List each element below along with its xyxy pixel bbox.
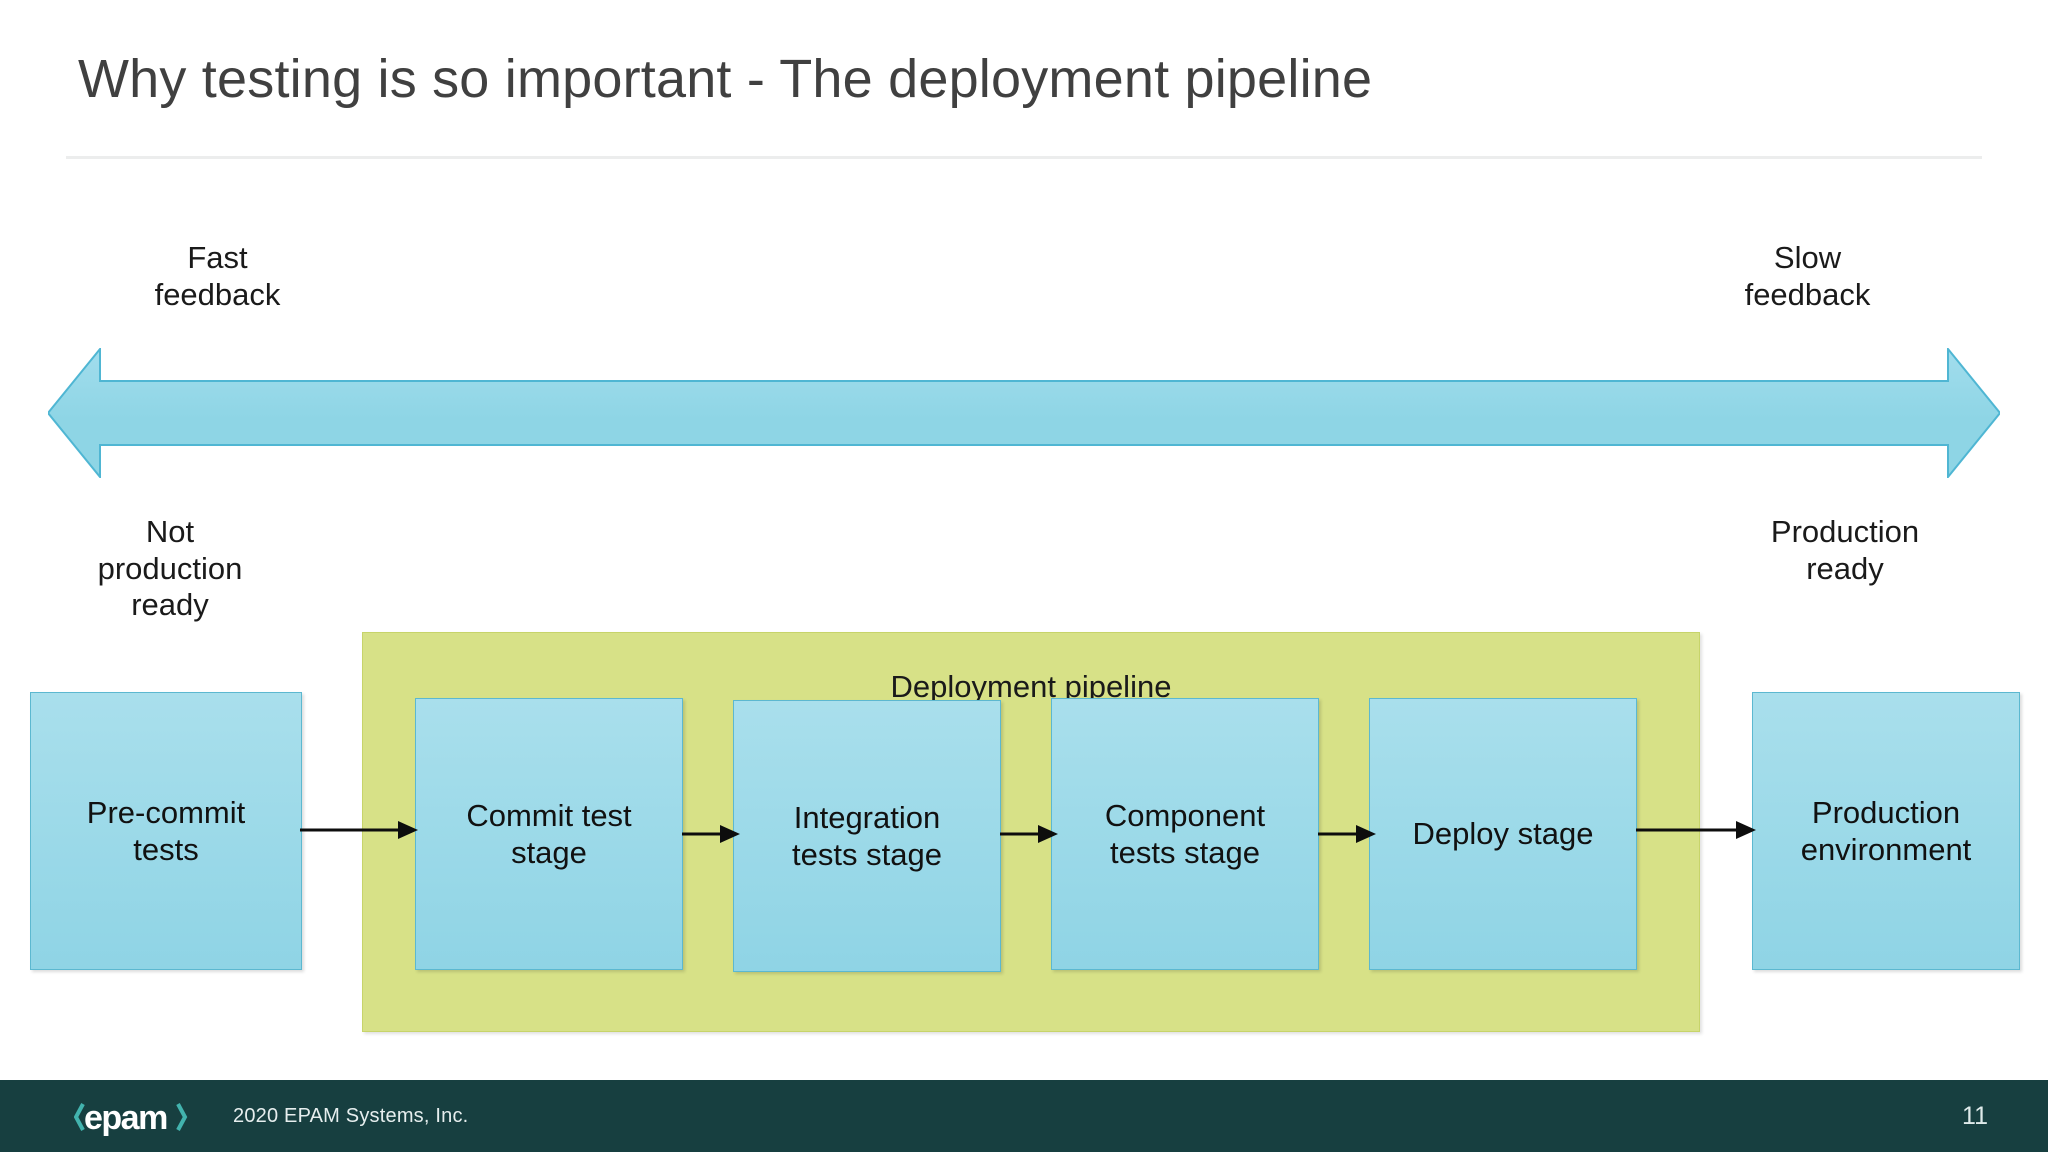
stage-label-line2: tests stage — [792, 837, 942, 872]
stage-box-pre-commit-tests[interactable]: Pre-commit tests — [30, 692, 302, 970]
page-title: Why testing is so important - The deploy… — [78, 49, 1373, 109]
stage-box-component-tests-stage[interactable]: Component tests stage — [1051, 698, 1319, 970]
stage-label-line1: Integration — [793, 799, 941, 835]
stage-box-commit-test-stage[interactable]: Commit test stage — [415, 698, 683, 970]
stage-label-line2: tests — [133, 832, 199, 867]
stage-box-integration-tests-stage[interactable]: Integration tests stage — [733, 700, 1001, 972]
epam-logo-icon[interactable]: epam — [74, 1098, 194, 1136]
slow-feedback-label: Slow feedback — [1690, 240, 1925, 313]
not-production-ready-line1: Not — [145, 514, 195, 549]
stage-label-line2: stage — [511, 835, 587, 870]
stage-label-line1: Pre-commit — [86, 794, 246, 830]
connector-arrow-icon-5 — [1636, 821, 1756, 839]
stage-label-line1: Production — [1811, 794, 1961, 830]
title-divider — [66, 156, 1982, 159]
fast-feedback-label: Fast feedback — [100, 240, 335, 313]
stage-box-production-environment[interactable]: Production environment — [1752, 692, 2020, 970]
not-production-ready-line2: production — [97, 550, 243, 586]
svg-text:epam: epam — [84, 1099, 167, 1136]
production-ready-line1: Production — [1770, 514, 1920, 549]
stage-label-line1: Deploy stage — [1412, 816, 1594, 852]
not-production-ready-label: Not production ready — [50, 514, 290, 624]
stage-label-line1: Commit test — [466, 797, 632, 833]
connector-arrow-icon-1 — [300, 821, 418, 839]
production-ready-line2: ready — [1806, 550, 1884, 586]
fast-feedback-line1: Fast — [187, 240, 248, 275]
fast-feedback-line2: feedback — [154, 276, 281, 312]
stage-label-line2: tests stage — [1110, 835, 1260, 870]
connector-arrow-icon-4 — [1318, 825, 1376, 843]
production-ready-label: Production ready — [1720, 514, 1970, 587]
footer-copyright: 2020 EPAM Systems, Inc. — [233, 1105, 469, 1127]
slow-feedback-line1: Slow — [1773, 240, 1842, 275]
connector-arrow-icon-3 — [1000, 825, 1058, 843]
stage-label-line2: environment — [1800, 832, 1972, 867]
stage-box-deploy-stage[interactable]: Deploy stage — [1369, 698, 1637, 970]
page-number: 11 — [1962, 1102, 1988, 1130]
connector-arrow-icon-2 — [682, 825, 740, 843]
double-headed-arrow-icon — [48, 348, 2000, 478]
not-production-ready-line3: ready — [131, 587, 209, 623]
stage-label-line1: Component — [1104, 797, 1266, 833]
slow-feedback-line2: feedback — [1744, 276, 1871, 312]
footer-bar: epam 2020 EPAM Systems, Inc. 11 — [0, 1080, 2048, 1152]
